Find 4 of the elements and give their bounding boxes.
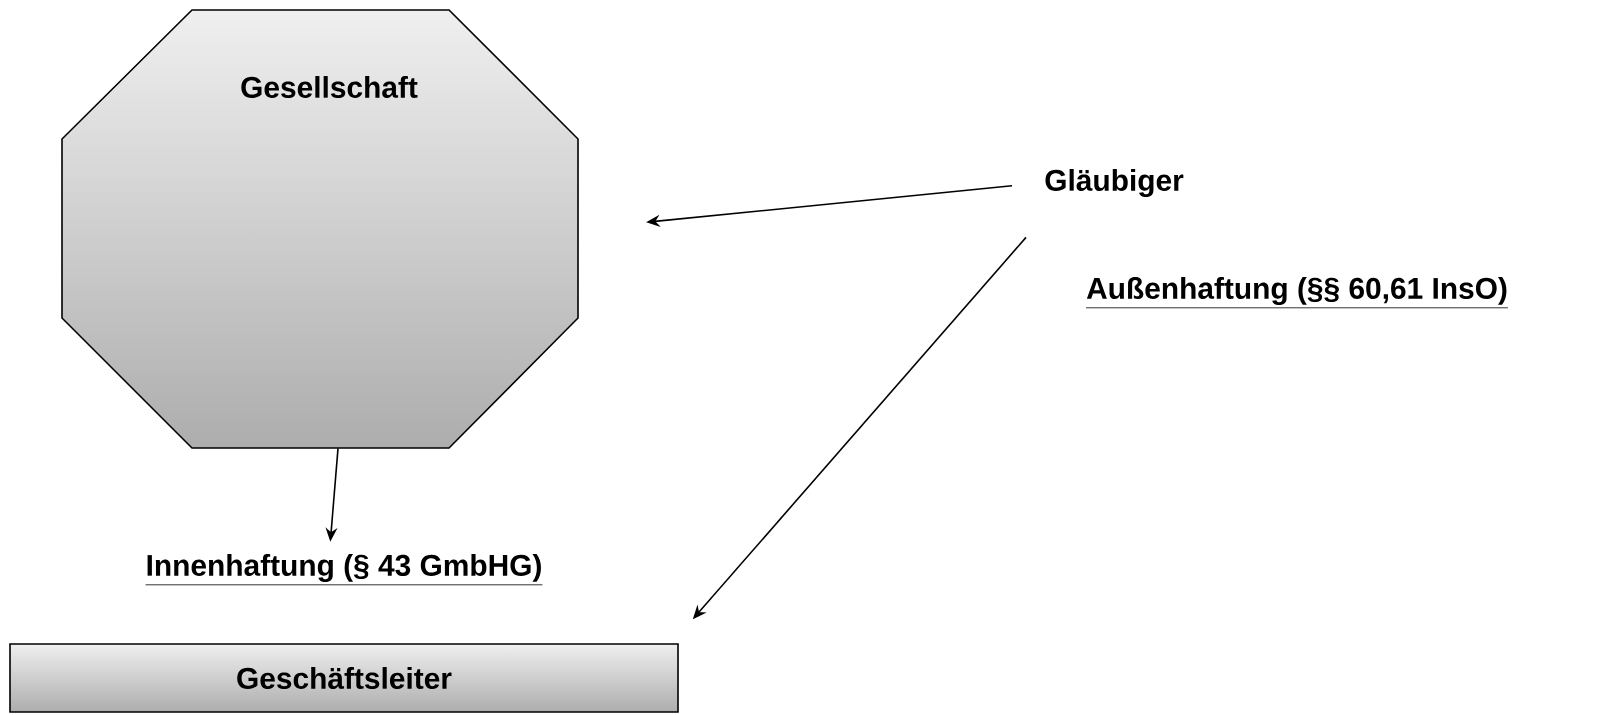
edge-label: Außenhaftung (§§ 60,61 InsO)	[1085, 277, 1509, 309]
heading-label: Innenhaftung (§ 43 GmbHG)	[145, 554, 543, 586]
person-box: Geschäftsleiter	[9, 643, 679, 713]
party-label: Gläubiger	[1045, 169, 1184, 197]
